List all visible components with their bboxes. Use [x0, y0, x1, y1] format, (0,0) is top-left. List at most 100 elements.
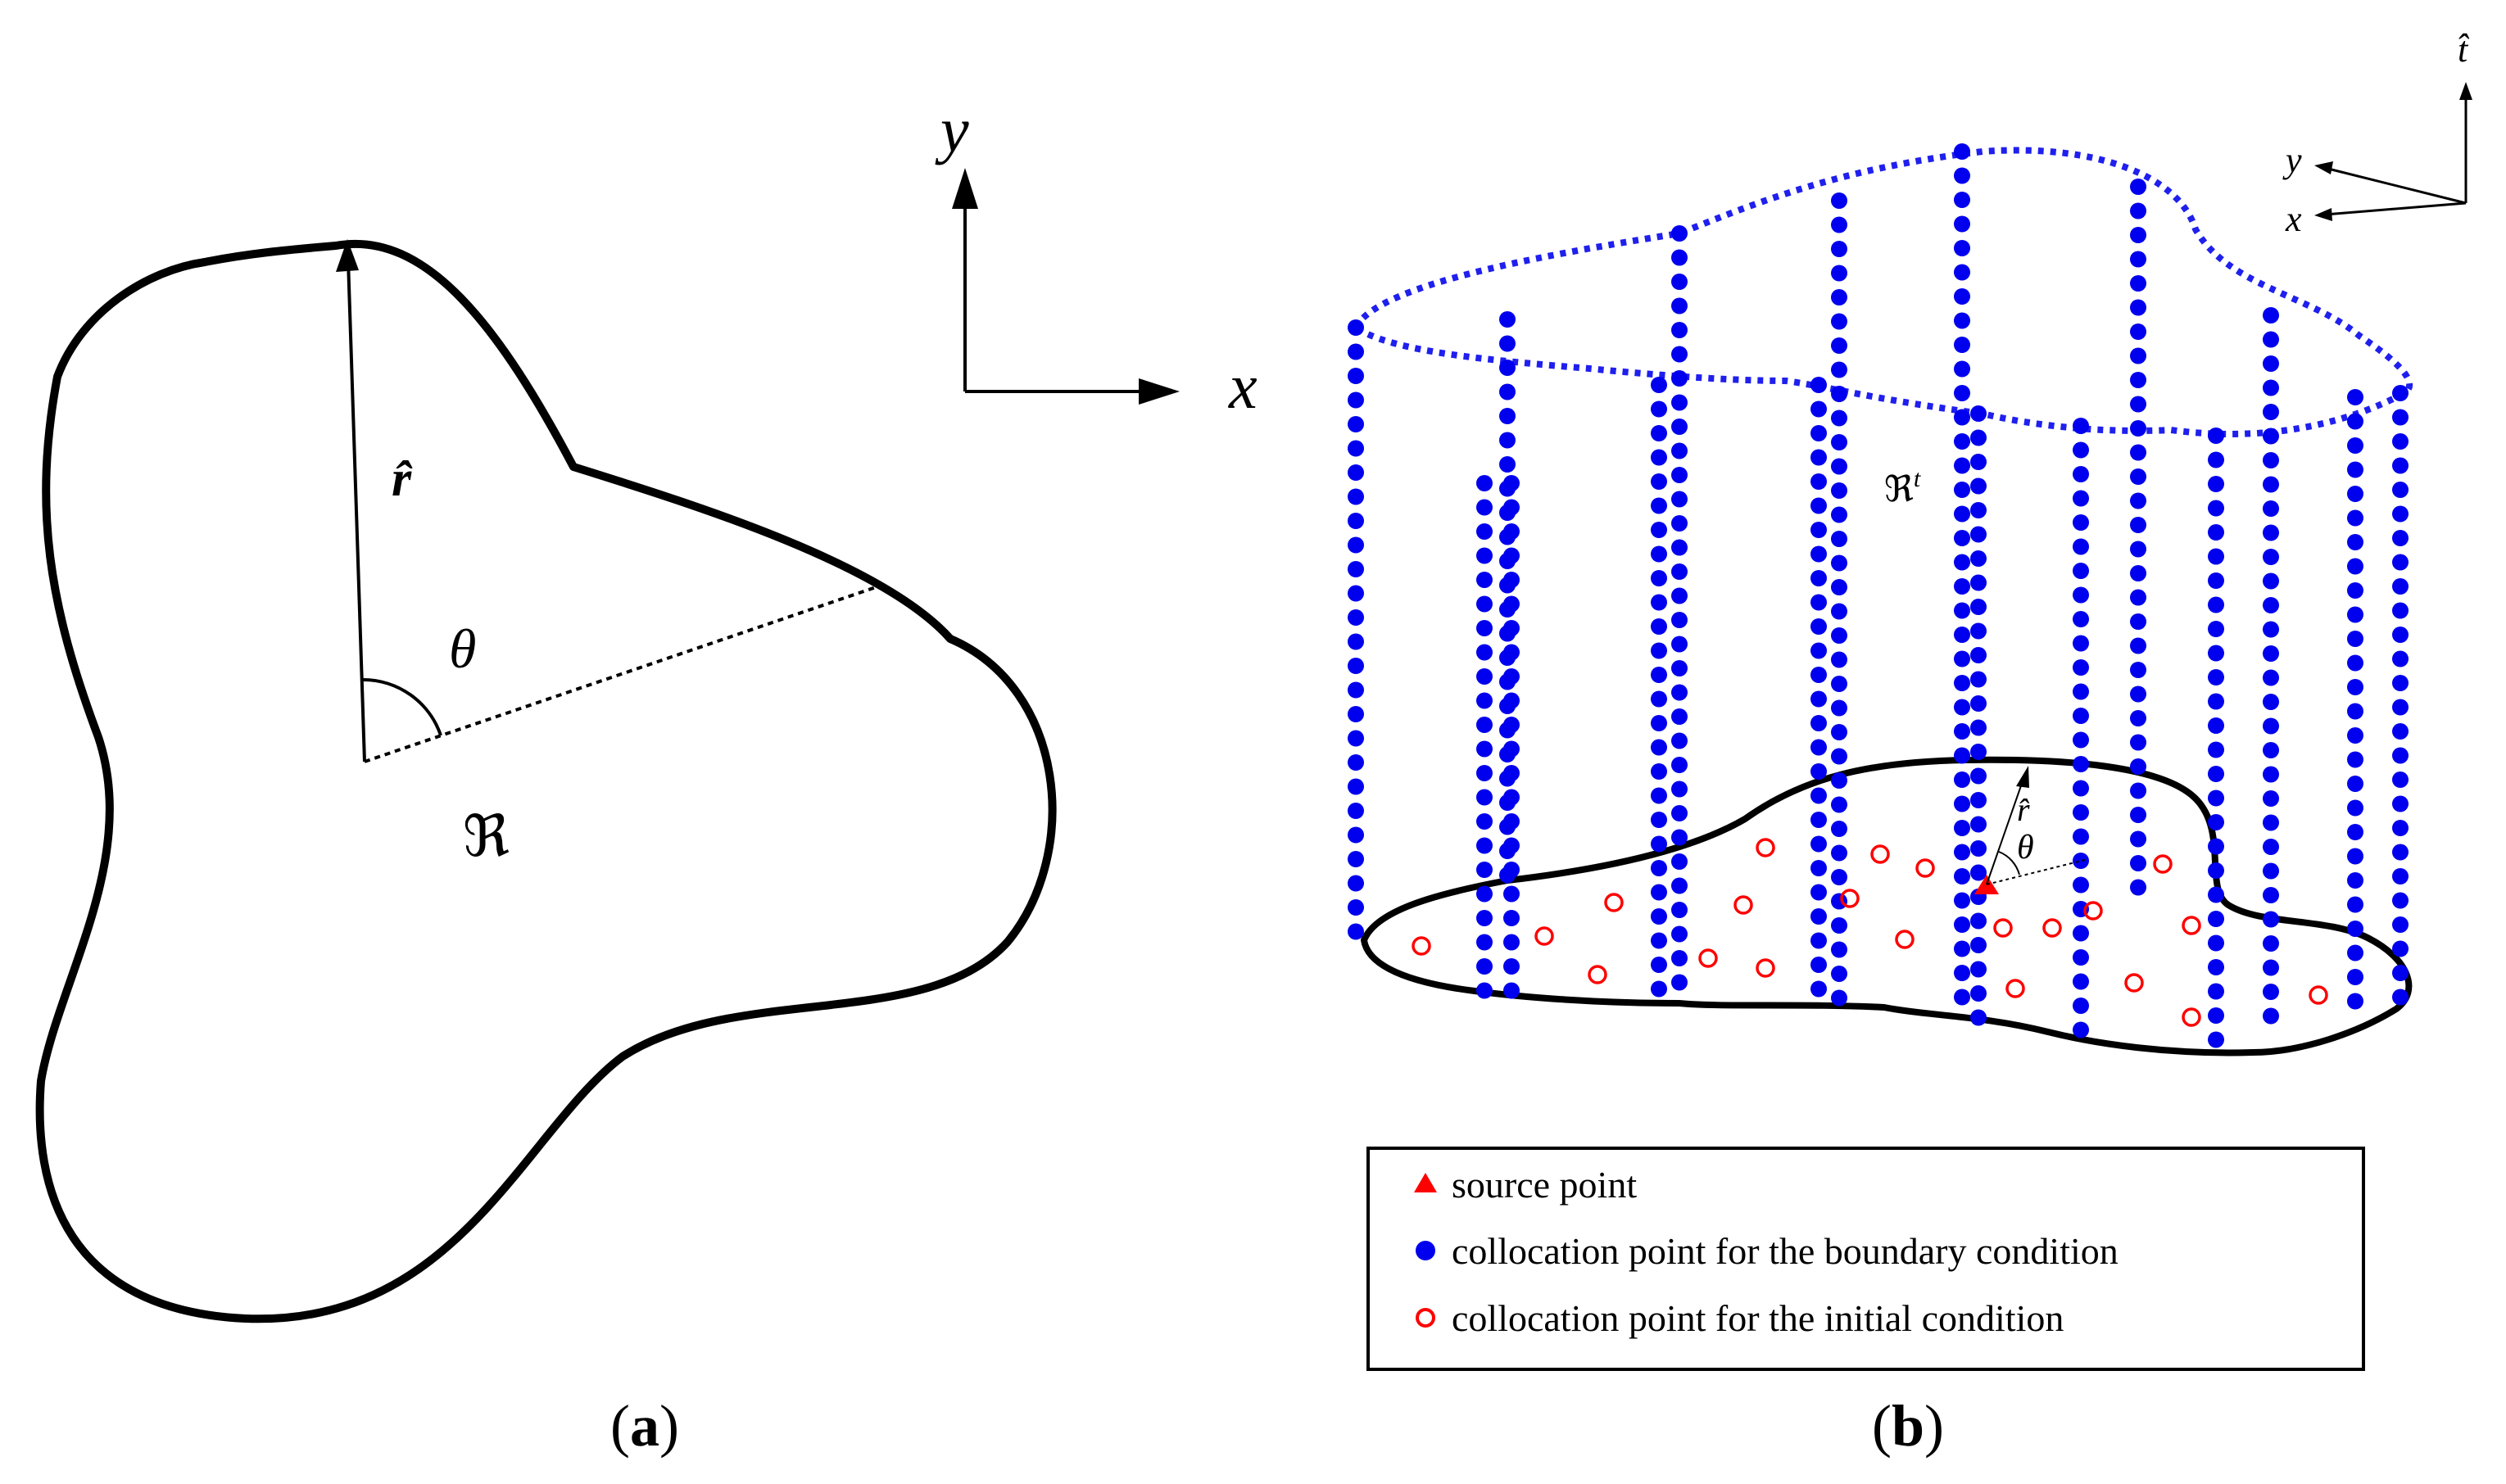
boundary-collocation-point	[2347, 944, 2363, 961]
boundary-collocation-point	[2392, 505, 2409, 523]
boundary-collocation-point	[2347, 969, 2363, 985]
boundary-collocation-point	[2263, 572, 2279, 590]
boundary-collocation-point	[2263, 742, 2279, 758]
boundary-collocation-point	[1651, 425, 1667, 441]
boundary-collocation-point	[2208, 500, 2224, 517]
boundary-collocation-point	[1476, 862, 1493, 878]
boundary-collocation-point	[1954, 433, 1970, 450]
boundary-collocation-point	[2073, 780, 2089, 797]
boundary-collocation-point	[1810, 400, 1827, 418]
boundary-collocation-point	[2208, 1031, 2224, 1048]
boundary-collocation-point	[1954, 844, 1970, 861]
boundary-collocation-point	[2347, 534, 2363, 550]
boundary-collocation-point	[2130, 613, 2146, 630]
boundary-collocation-point	[1348, 851, 1364, 867]
boundary-collocation-point	[2073, 659, 2089, 676]
boundary-collocation-point	[2347, 461, 2363, 478]
boundary-collocation-point	[2208, 983, 2224, 1000]
boundary-collocation-point	[2208, 814, 2224, 830]
boundary-collocation-point	[1954, 482, 1970, 498]
boundary-collocation-point	[1503, 547, 1520, 564]
boundary-collocation-point	[2130, 251, 2146, 268]
boundary-collocation-point	[1671, 297, 1688, 314]
boundary-collocation-point	[1954, 385, 1970, 401]
theta-label-b: θ	[2017, 829, 2034, 866]
initial-collocation-point	[2182, 916, 2201, 935]
boundary-collocation-point	[1348, 875, 1364, 892]
boundary-collocation-point	[1671, 394, 1688, 411]
boundary-collocation-point	[1348, 609, 1364, 626]
boundary-collocation-point	[1831, 821, 1847, 837]
r-vector-arrowhead	[336, 239, 359, 272]
legend-item-boundary: collocation point for the boundary condi…	[1452, 1230, 2119, 1272]
r-vector-b-arrowhead	[2016, 766, 2029, 788]
boundary-collocation-point	[1810, 545, 1827, 563]
boundary-collocation-points	[1348, 143, 2409, 1048]
boundary-collocation-point	[2130, 444, 2146, 461]
boundary-collocation-point	[2208, 548, 2224, 565]
boundary-collocation-point	[1499, 456, 1516, 473]
boundary-collocation-point	[2347, 654, 2363, 672]
boundary-collocation-point	[1348, 658, 1364, 674]
boundary-collocation-point	[1671, 902, 1688, 918]
boundary-collocation-point	[1970, 1009, 1987, 1026]
boundary-collocation-point	[1831, 482, 1847, 499]
boundary-collocation-point	[2130, 879, 2146, 896]
boundary-collocation-point	[2073, 756, 2089, 772]
boundary-collocation-point	[1671, 950, 1688, 966]
initial-collocation-point	[1756, 958, 1775, 978]
initial-collocation-point	[1604, 893, 1624, 912]
boundary-collocation-point	[1831, 337, 1847, 354]
boundary-collocation-point	[2073, 514, 2089, 531]
boundary-collocation-point	[1831, 676, 1847, 692]
boundary-collocation-point	[2208, 572, 2224, 589]
boundary-collocation-point	[1671, 467, 1688, 483]
boundary-collocation-point	[2392, 554, 2409, 571]
y-label: y	[935, 94, 969, 165]
t-axis-arrowhead	[2459, 82, 2472, 100]
boundary-collocation-point	[1810, 980, 1827, 998]
boundary-collocation-point	[1671, 563, 1688, 580]
boundary-collocation-point	[2263, 984, 2279, 1000]
boundary-collocation-point	[2208, 911, 2224, 927]
boundary-collocation-point	[2073, 998, 2089, 1014]
boundary-collocation-point	[1831, 941, 1847, 958]
boundary-collocation-point	[2073, 466, 2089, 482]
boundary-collocation-point	[1476, 765, 1493, 781]
boundary-collocation-point	[1970, 864, 1987, 881]
boundary-collocation-point	[1503, 765, 1520, 781]
legend-filled-circle-marker	[1416, 1241, 1435, 1260]
boundary-collocation-point	[1954, 337, 1970, 353]
boundary-collocation-point	[2263, 694, 2279, 710]
boundary-collocation-point	[2208, 790, 2224, 807]
initial-collocation-point	[1412, 936, 1431, 956]
theta-arc	[362, 677, 442, 736]
boundary-collocation-point	[2347, 727, 2363, 744]
boundary-collocation-point	[1499, 311, 1516, 328]
boundary-collocation-point	[2263, 935, 2279, 952]
boundary-collocation-point	[2263, 476, 2279, 493]
boundary-collocation-point	[2392, 699, 2409, 716]
boundary-collocation-point	[1476, 620, 1493, 636]
boundary-collocation-point	[1651, 545, 1667, 563]
boundary-collocation-point	[1831, 772, 1847, 789]
boundary-collocation-point	[2347, 703, 2363, 720]
boundary-collocation-point	[1810, 570, 1827, 586]
initial-collocation-point	[2153, 854, 2173, 874]
boundary-collocation-point	[2347, 848, 2363, 865]
boundary-collocation-point	[1810, 667, 1827, 683]
boundary-collocation-point	[2208, 838, 2224, 855]
boundary-collocation-point	[2208, 741, 2224, 758]
boundary-collocation-point	[1348, 826, 1364, 844]
boundary-collocation-point	[1503, 475, 1520, 491]
boundary-collocation-point	[1810, 473, 1827, 490]
boundary-collocation-point	[1671, 539, 1688, 556]
boundary-collocation-point	[2392, 989, 2409, 1006]
boundary-collocation-point	[1970, 961, 1987, 978]
boundary-collocation-point	[1476, 837, 1493, 854]
boundary-collocation-point	[2073, 708, 2089, 724]
boundary-collocation-point	[1348, 803, 1364, 819]
boundary-collocation-point	[2392, 965, 2409, 981]
boundary-collocation-point	[2073, 538, 2089, 555]
t-axis-label: t̂	[2458, 29, 2470, 70]
